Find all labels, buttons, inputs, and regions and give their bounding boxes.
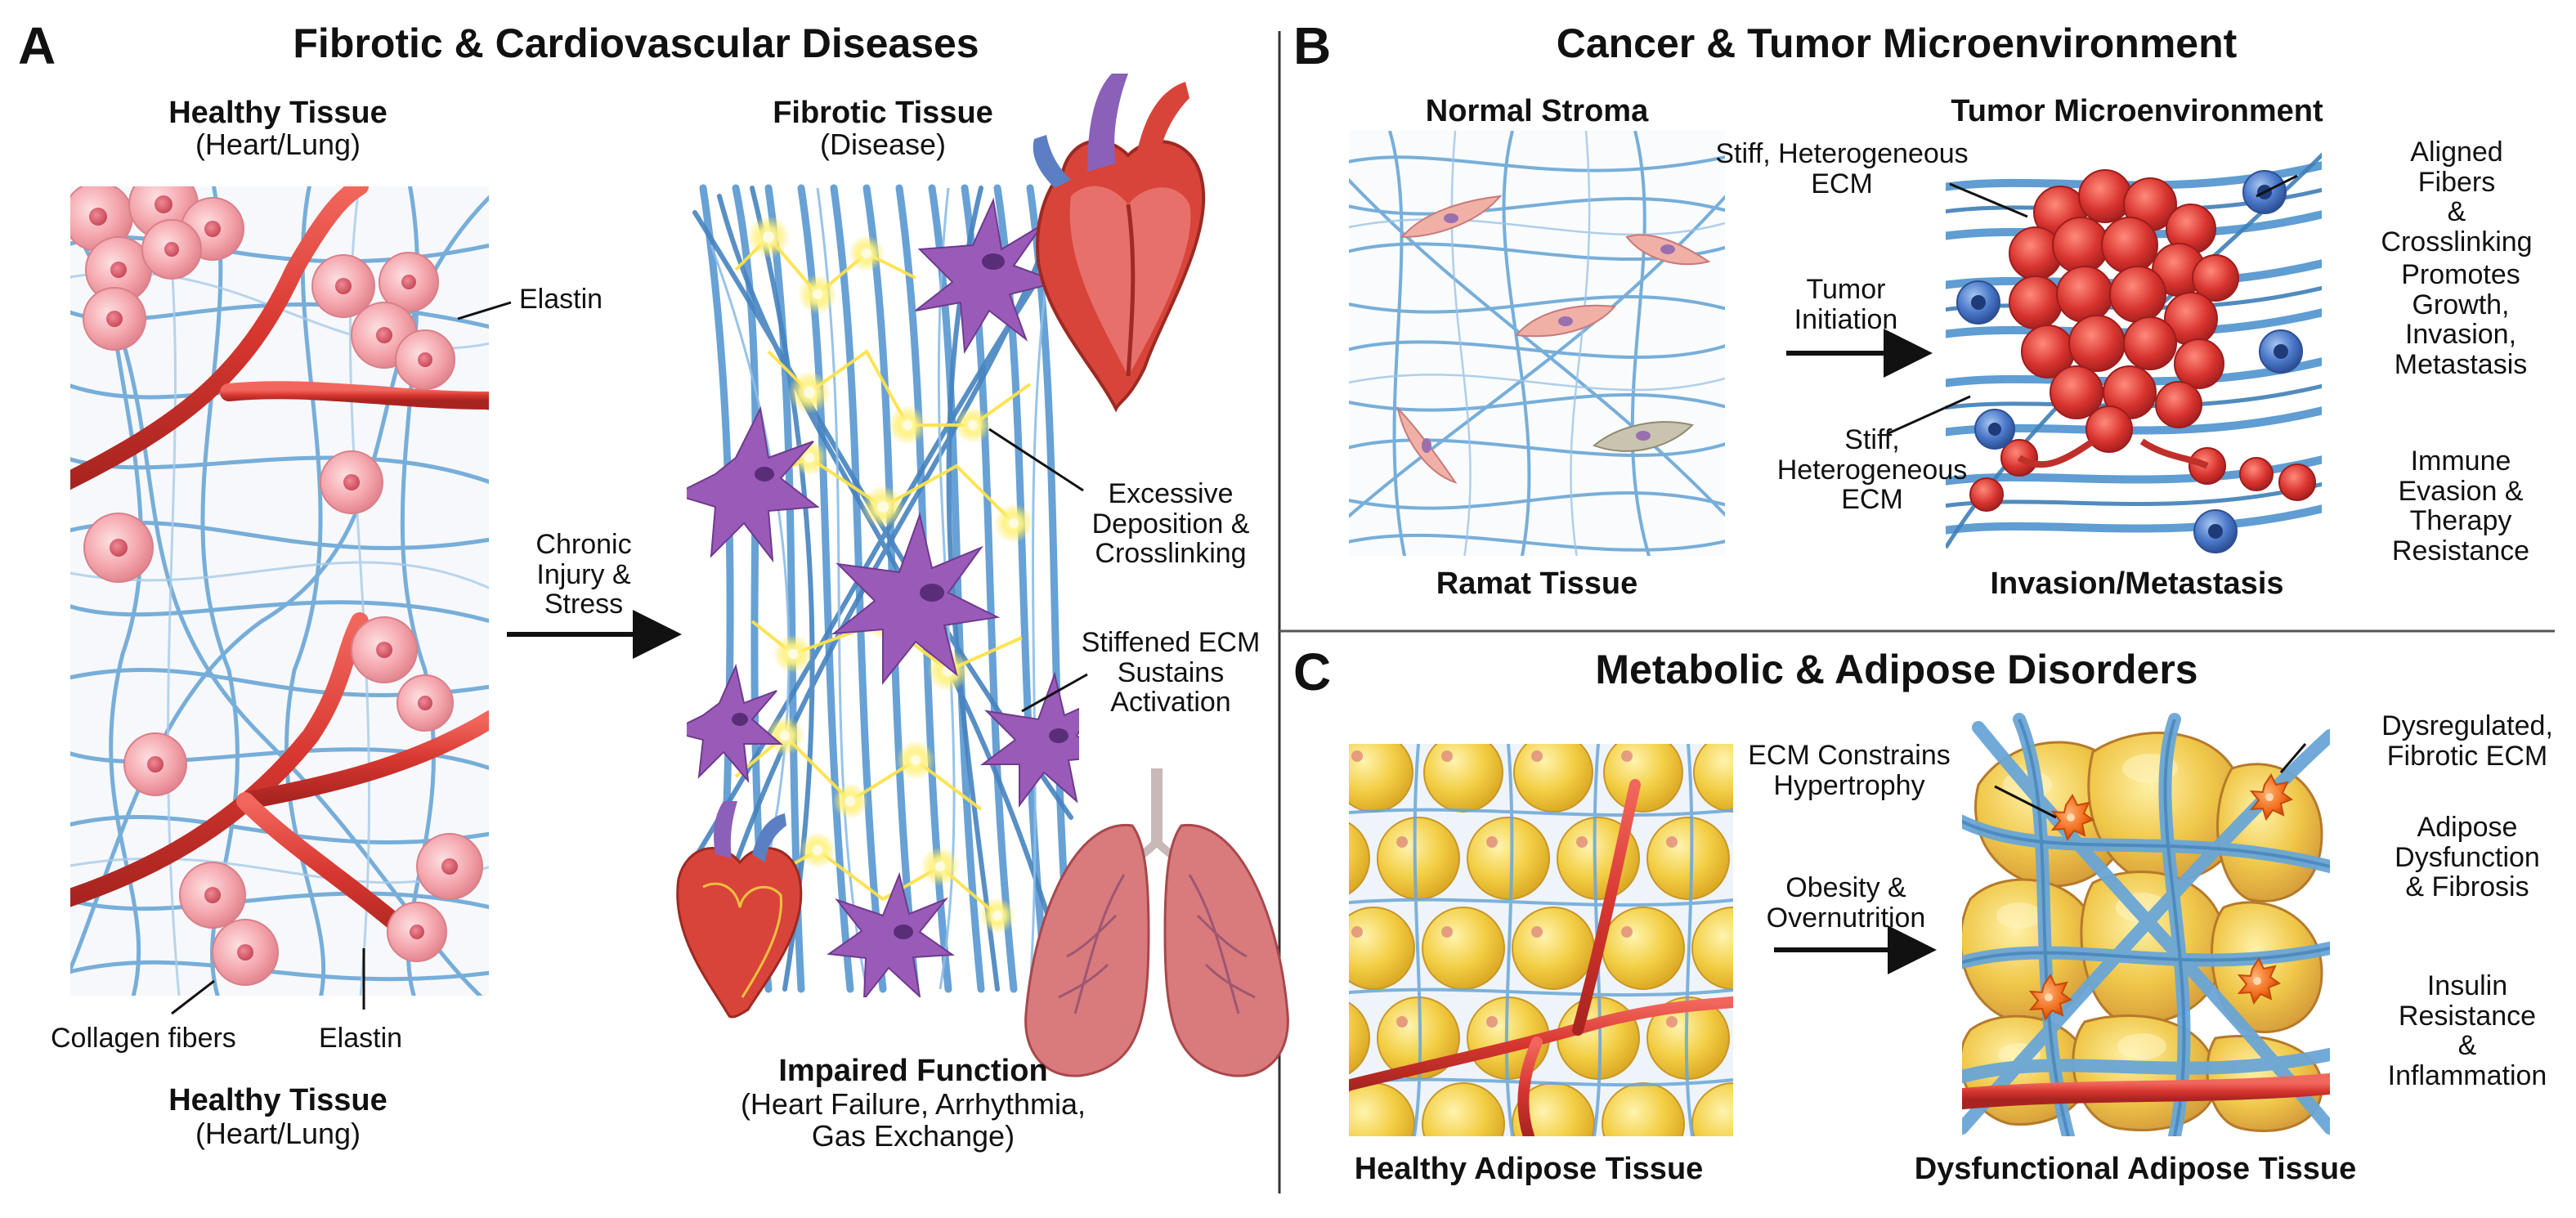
collagen-label: Collagen fibers [51,1023,236,1054]
panel-b-title: Cancer & Tumor Microenvironment [1557,21,2238,65]
heart-icon [678,801,801,1017]
healthy-adipose-heading: Healthy Adipose Tissue [1355,1153,1704,1186]
ecm-constrains-label: ECM Constrains Hypertrophy [1748,741,1951,800]
panel-c-title: Metabolic & Adipose Disorders [1595,647,2197,692]
healthy-tissue-sub-bottom: (Heart/Lung) [195,1118,361,1150]
dysfunctional-adipose-illustration [1954,719,2338,1136]
promotes-growth-label: Promotes Growth, Invasion, Metastasis [2395,260,2528,380]
healthy-tissue-sub: (Heart/Lung) [195,129,361,161]
healthy-adipose-illustration [1288,733,1774,1165]
excessive-deposition-label: Excessive Deposition & Crosslinking [1092,479,1250,569]
panel-c-letter: C [1293,644,1331,701]
tumor-initiation-label: Tumor Initiation [1794,275,1898,334]
normal-stroma-illustration [1341,131,1733,564]
stiffened-ecm-label: Stiffened ECM Sustains Activation [1082,628,1261,718]
healthy-tissue-heading: Healthy Tissue [168,96,388,130]
healthy-tissue-illustration [64,170,491,1005]
dysregulated-ecm-label: Dysregulated, Fibrotic ECM [2381,711,2553,771]
impaired-function-sub: (Heart Failure, Arrhythmia, Gas Exchange… [741,1089,1086,1153]
chronic-injury-label: Chronic Injury & Stress [535,530,631,620]
tumor-microenvironment-illustration [1938,147,2330,553]
tumor-microenvironment-heading: Tumor Microenvironment [1951,95,2323,128]
impaired-function-heading: Impaired Function [778,1055,1047,1088]
elastin-label-bottom: Elastin [319,1023,402,1054]
stiff-ecm-label-top: Stiff, Heterogeneous ECM [1715,139,1968,199]
panel-a-title: Fibrotic & Cardiovascular Diseases [293,21,979,65]
lungs-icon [1026,768,1288,1076]
ramat-tissue-heading: Ramat Tissue [1436,567,1637,601]
fibrotic-tissue-sub: (Disease) [820,129,946,161]
healthy-tissue-heading-bottom: Healthy Tissue [168,1084,388,1117]
immune-evasion-label: Immune Evasion & Therapy Resistance [2392,446,2529,566]
invasion-metastasis-heading: Invasion/Metastasis [1990,567,2283,601]
fibrotic-tissue-heading: Fibrotic Tissue [773,96,993,130]
panel-b-letter: B [1293,18,1331,74]
panel-a-letter: A [18,18,56,74]
dysfunctional-adipose-heading: Dysfunctional Adipose Tissue [1915,1153,2357,1186]
aligned-fibers-label: Aligned Fibers & Crosslinking [2381,137,2532,257]
elastin-label-top: Elastin [519,284,603,315]
stiff-ecm-label-mid: Stiff, Heterogeneous ECM [1777,425,1968,515]
insulin-resistance-label: Insulin Resistance & Inflammation [2388,971,2547,1091]
heart-icon [1033,74,1203,409]
adipose-dysfunction-label: Adipose Dysfunction & Fibrosis [2395,813,2540,902]
obesity-label: Obesity & Overnutrition [1767,873,1926,933]
normal-stroma-heading: Normal Stroma [1426,95,1648,128]
